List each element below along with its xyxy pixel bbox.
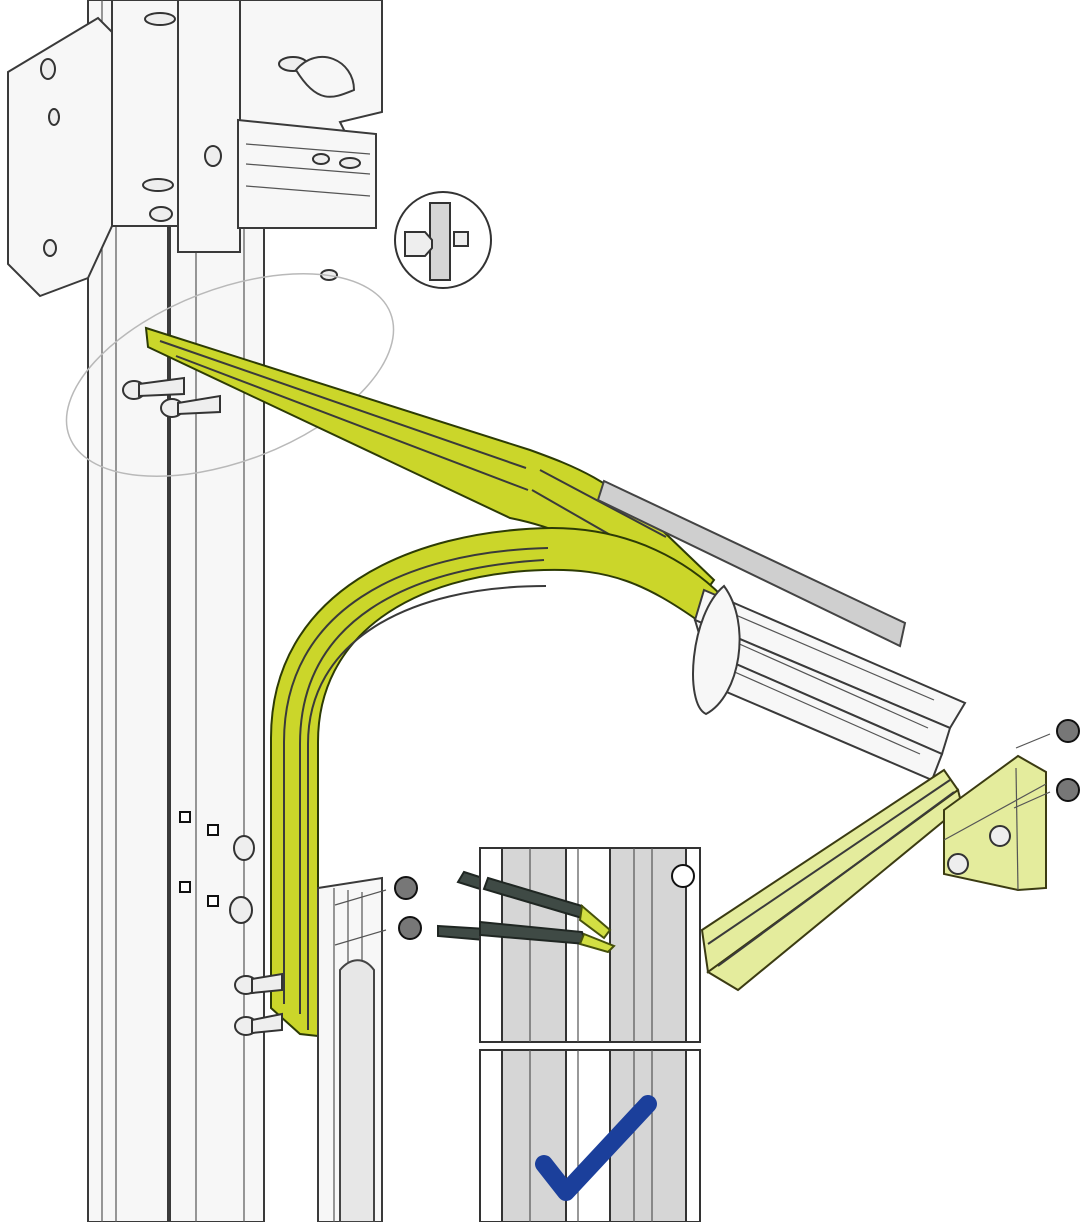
checkmark-icon <box>535 1095 657 1201</box>
detail-inset-top <box>479 847 701 1043</box>
lower-vertical-rail <box>317 876 383 1222</box>
horizontal-rail-right <box>596 479 967 782</box>
support-arm <box>700 768 964 992</box>
tie-strap <box>692 584 741 716</box>
detail-inset-bottom <box>479 1049 701 1222</box>
end-plate <box>943 754 1047 892</box>
fasteners <box>122 376 1080 1036</box>
hole-markers <box>179 811 255 924</box>
upper-callout <box>65 191 492 477</box>
top-bracket-assembly <box>7 0 383 298</box>
circle-marker-icon <box>671 864 695 888</box>
